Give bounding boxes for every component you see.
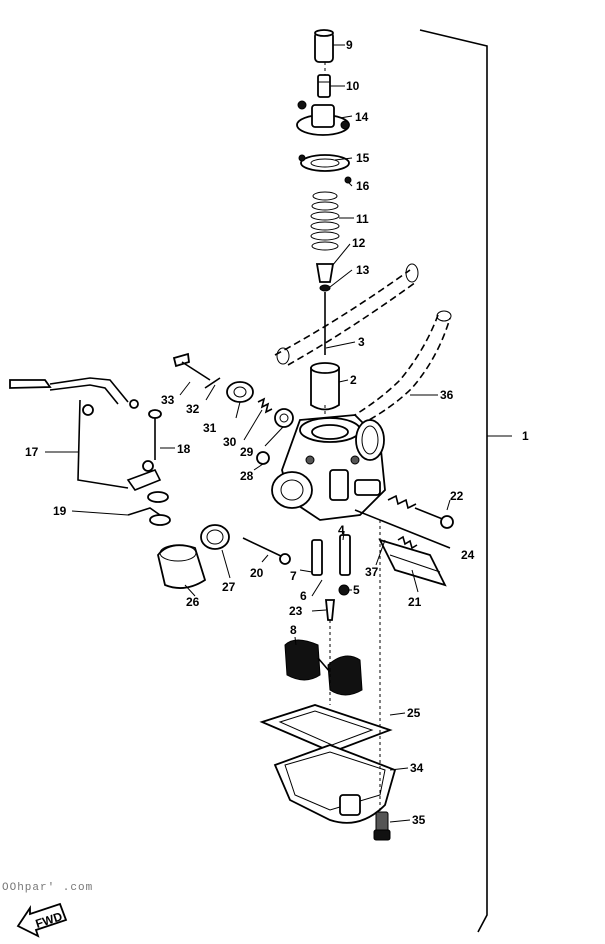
part-32-screw	[204, 377, 221, 389]
callout-16: 16	[356, 179, 370, 193]
part-27-band	[200, 524, 230, 550]
part-19-washer	[147, 491, 171, 526]
callout-15: 15	[356, 151, 370, 165]
part-28-screw	[256, 451, 270, 465]
part-15-gasket	[300, 154, 350, 172]
callout-14: 14	[355, 110, 369, 124]
callout-17: 17	[25, 445, 39, 459]
callout-10: 10	[346, 79, 360, 93]
callout-36: 36	[440, 388, 454, 402]
alignment-guides	[324, 62, 381, 812]
part-4-needle-jet	[339, 534, 351, 576]
part-25-gasket	[259, 704, 393, 753]
callout-23: 23	[289, 604, 303, 618]
callout-34: 34	[410, 761, 424, 775]
part-35-drain-screw	[373, 811, 391, 841]
part-21-spring	[397, 535, 418, 550]
callout-33: 33	[161, 393, 175, 407]
callout-18: 18	[177, 442, 191, 456]
part-26-air-filter-cap	[157, 544, 207, 589]
part-37-plate	[378, 538, 447, 587]
part-9-cap	[314, 29, 334, 63]
part-29-oring	[274, 408, 294, 428]
callout-27: 27	[222, 580, 236, 594]
callout-7: 7	[290, 569, 297, 583]
part-17-cable-bracket	[9, 377, 162, 516]
callout-6: 6	[300, 589, 307, 603]
callout-28: 28	[240, 469, 254, 483]
dashed-cable-path	[274, 263, 419, 366]
fwd-arrow-icon: FWD	[16, 902, 68, 938]
part-33-bolt	[172, 352, 211, 381]
part-5-main-jet	[338, 584, 350, 596]
part-34-float-bowl	[273, 744, 397, 824]
callout-1: 1	[522, 429, 529, 443]
part-16-clip	[298, 154, 352, 184]
callout-31: 31	[203, 421, 217, 435]
callout-labels: 9 10 14 15 16 11 12 13 3 2 36 1 33 32 31…	[25, 38, 529, 827]
callout-37: 37	[365, 565, 379, 579]
callout-30: 30	[223, 435, 237, 449]
callout-19: 19	[53, 504, 67, 518]
part-30-spring	[257, 397, 273, 414]
part-10-screw	[317, 74, 331, 98]
part-8-float	[284, 639, 363, 696]
carburetor-body	[271, 414, 386, 521]
callout-11: 11	[356, 212, 369, 226]
part-24-screw	[354, 509, 451, 549]
part-2-throttle-valve	[310, 362, 340, 411]
part-22-idle-screw	[387, 494, 454, 529]
assembly-bracket	[419, 29, 512, 933]
callout-24: 24	[461, 548, 475, 562]
callout-13: 13	[356, 263, 370, 277]
part-23-float-needle	[325, 599, 335, 621]
callout-32: 32	[186, 402, 200, 416]
callout-8: 8	[290, 623, 297, 637]
callout-25: 25	[407, 706, 421, 720]
callout-5: 5	[353, 583, 360, 597]
callout-2: 2	[350, 373, 357, 387]
part-7-jet	[311, 539, 323, 576]
callout-4: 4	[338, 523, 345, 537]
part-18-adjuster	[148, 409, 162, 460]
callout-22: 22	[450, 489, 464, 503]
callout-3: 3	[358, 335, 365, 349]
callout-9: 9	[346, 38, 353, 52]
callout-21: 21	[408, 595, 422, 609]
callout-29: 29	[240, 445, 254, 459]
callout-26: 26	[186, 595, 200, 609]
part-20-pilot-screw	[242, 537, 291, 565]
watermark-text: OOhpar' .com	[2, 882, 93, 894]
part-31-boot	[226, 381, 254, 403]
callout-20: 20	[250, 566, 264, 580]
leader-lines	[45, 44, 451, 823]
callout-12: 12	[352, 236, 366, 250]
part-14-top-plate	[296, 100, 350, 136]
part-12-retainer	[315, 263, 335, 283]
callout-35: 35	[412, 813, 426, 827]
part-11-spring	[310, 191, 340, 251]
part-13-clip	[319, 284, 331, 292]
part-36-hose	[349, 310, 452, 426]
